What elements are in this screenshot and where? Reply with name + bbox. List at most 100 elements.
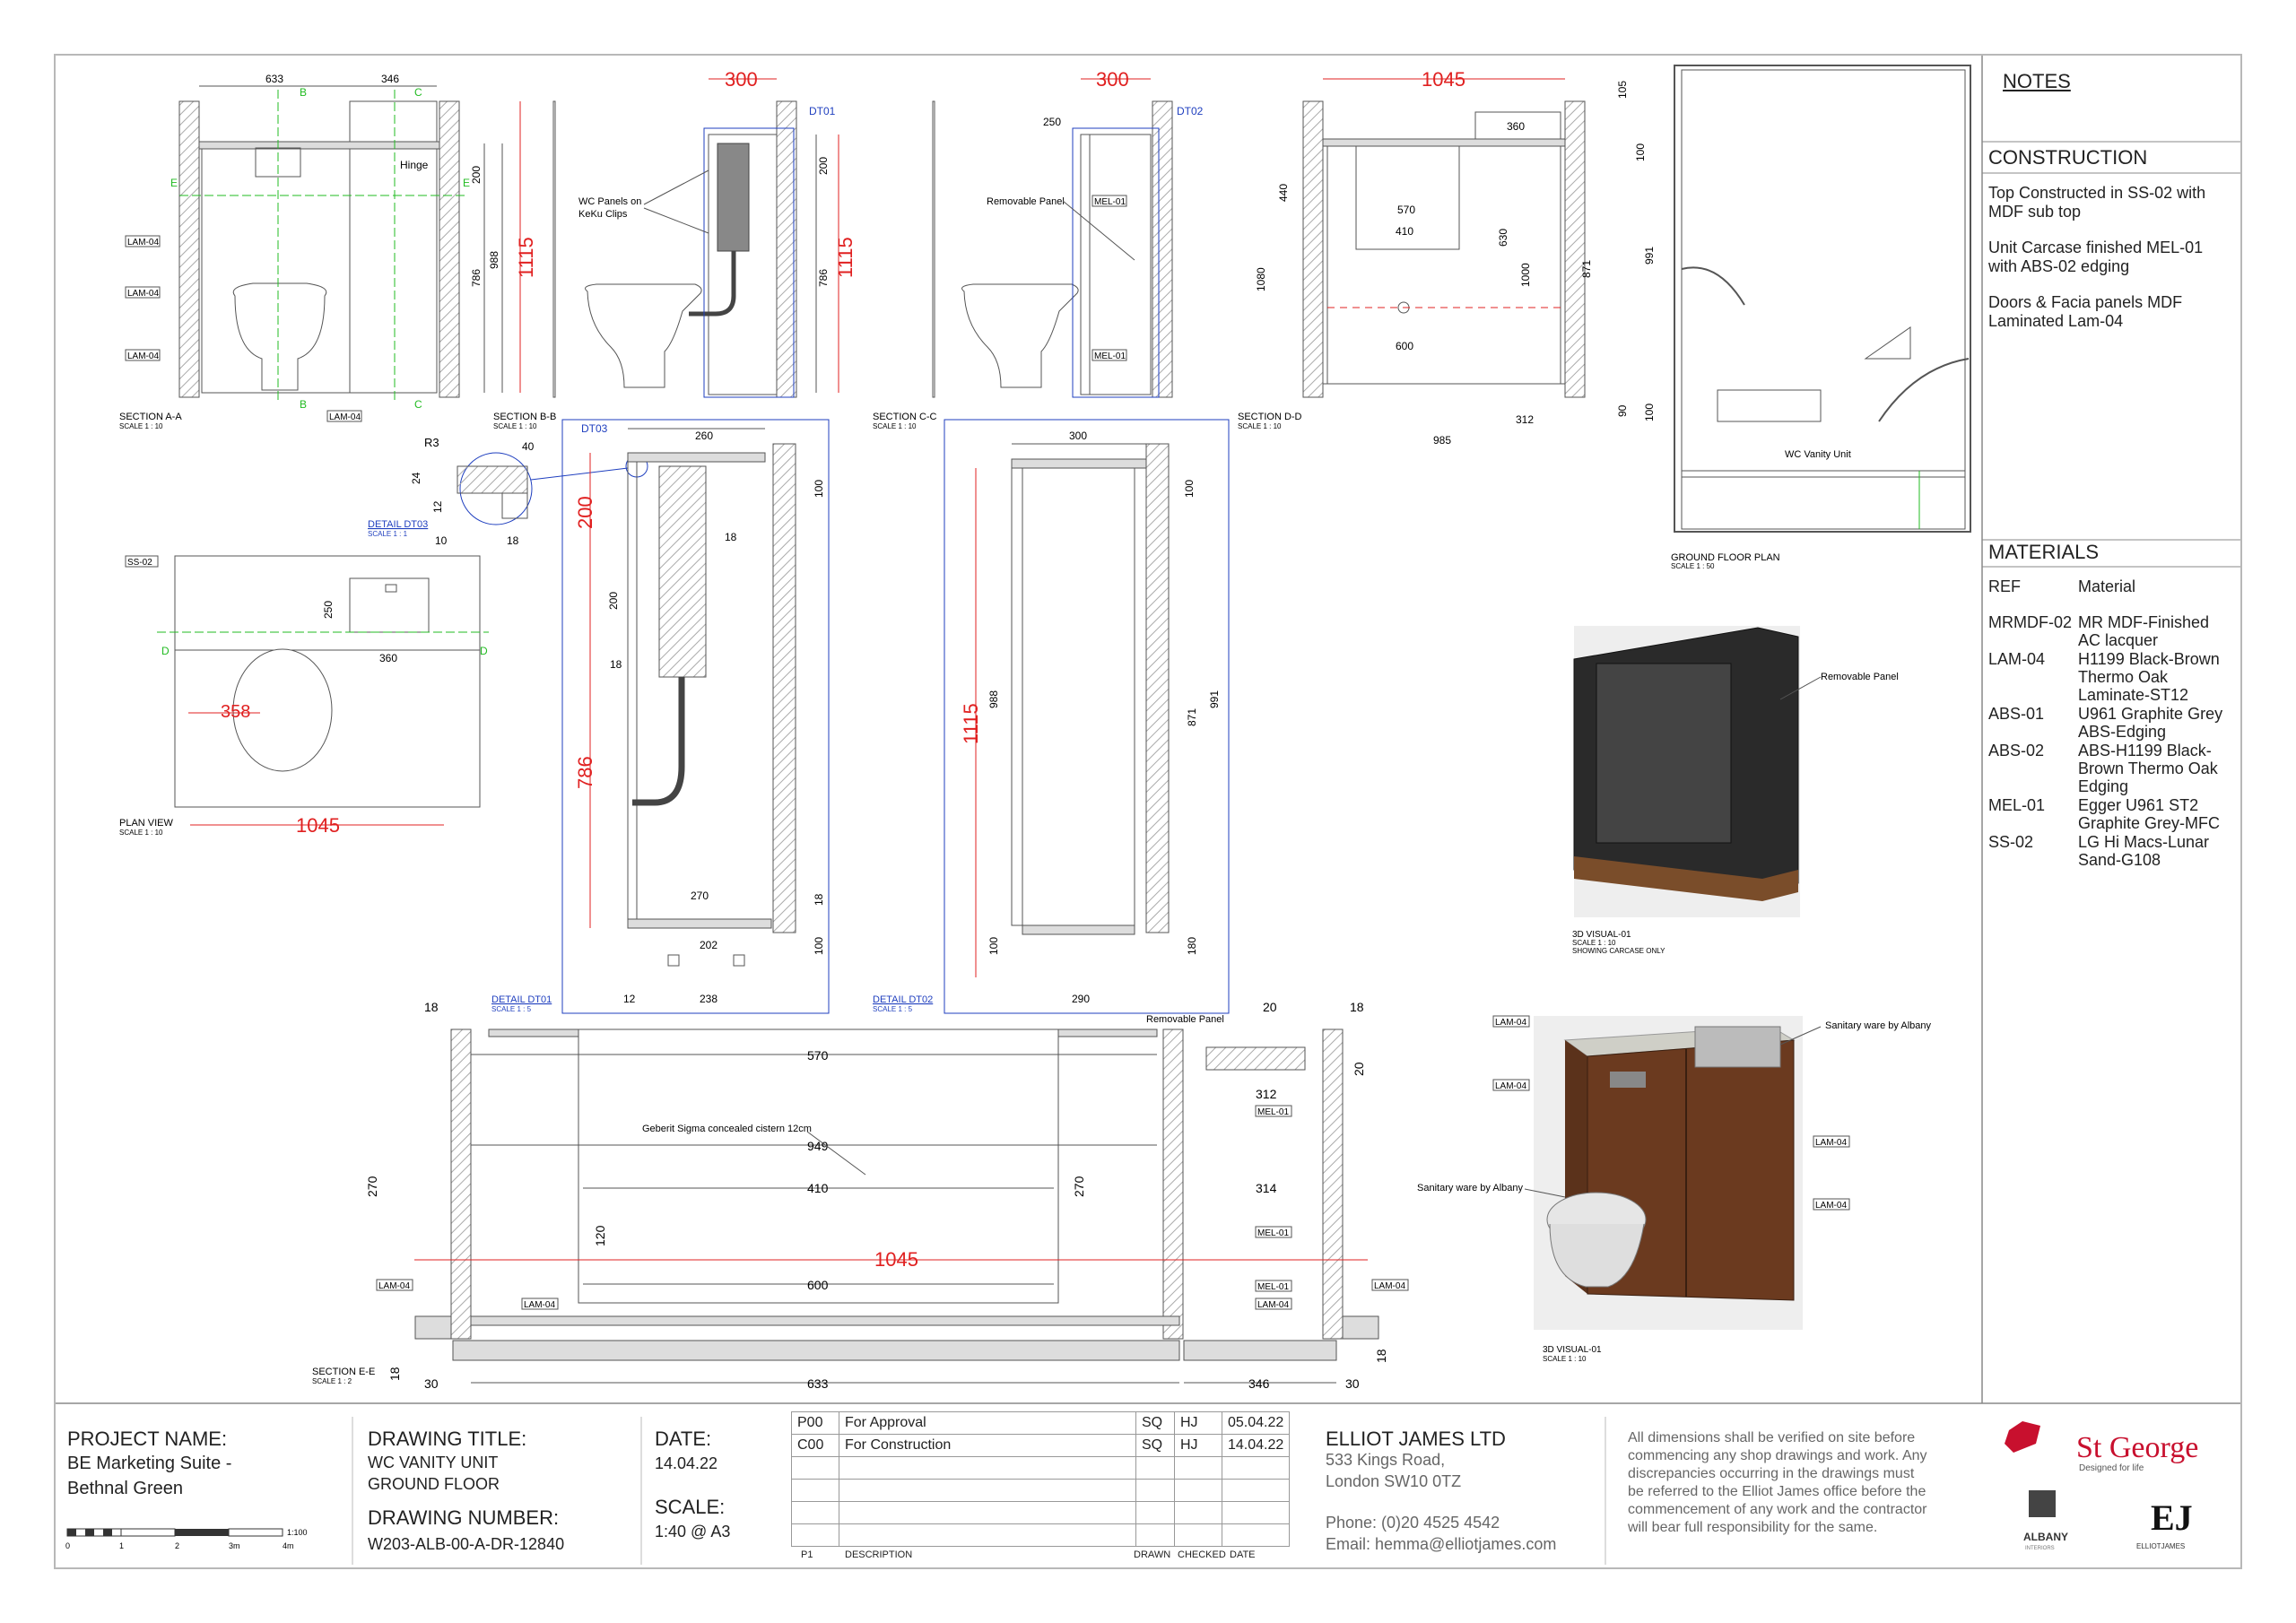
svg-text:SHOWING CARCASE ONLY: SHOWING CARCASE ONLY: [1572, 947, 1665, 955]
material-ref: MRMDF-02: [1988, 613, 2072, 631]
svg-text:SECTION D-D: SECTION D-D: [1238, 412, 1302, 422]
rev-code: P00: [791, 1411, 839, 1435]
svg-text:570: 570: [1397, 204, 1415, 216]
svg-text:SCALE 1 : 1: SCALE 1 : 1: [368, 530, 408, 538]
svg-text:2: 2: [175, 1541, 179, 1550]
revision-row-empty: [791, 1523, 1291, 1547]
svg-text:871: 871: [1186, 708, 1198, 726]
section-aa: B B C C E E 633 346 Hinge 200 786 988 11…: [119, 73, 537, 430]
svg-text:SCALE 1 : 2: SCALE 1 : 2: [312, 1377, 352, 1385]
svg-text:346: 346: [1248, 1376, 1270, 1391]
revision-row: C00 For Construction SQ HJ 14.04.22: [791, 1434, 1291, 1457]
svg-text:KeKu Clips: KeKu Clips: [578, 209, 628, 220]
svg-text:DT02: DT02: [1177, 105, 1204, 117]
scale-bar: 0 1 2 3m 4m 1:100: [65, 1528, 308, 1550]
svg-text:GROUND FLOOR PLAN: GROUND FLOOR PLAN: [1671, 552, 1780, 563]
svg-text:WC Vanity Unit: WC Vanity Unit: [1785, 449, 1851, 460]
construction-note-3: Doors & Facia panels MDF Laminated Lam-0…: [1988, 293, 2183, 330]
rev-checked: HJ: [1174, 1434, 1222, 1457]
svg-text:WC Panels on: WC Panels on: [578, 196, 641, 207]
project-name-label: PROJECT NAME:: [67, 1428, 228, 1450]
svg-text:105: 105: [1616, 81, 1629, 99]
svg-text:Removable Panel: Removable Panel: [1821, 672, 1899, 682]
svg-text:1115: 1115: [515, 237, 537, 278]
rev-date: 05.04.22: [1222, 1411, 1291, 1435]
svg-text:1045: 1045: [1422, 68, 1465, 91]
svg-text:1000: 1000: [1519, 263, 1532, 287]
company-email: Email: hemma@elliotjames.com: [1326, 1535, 1557, 1553]
svg-text:SCALE 1 : 10: SCALE 1 : 10: [1543, 1355, 1587, 1363]
company-address-1: 533 Kings Road,: [1326, 1451, 1446, 1469]
svg-text:INTERIORS: INTERIORS: [2025, 1546, 2055, 1551]
svg-text:Designed for life: Designed for life: [2079, 1463, 2144, 1473]
svg-text:346: 346: [381, 73, 399, 85]
svg-text:SCALE 1 : 50: SCALE 1 : 50: [1671, 562, 1715, 570]
svg-text:300: 300: [725, 68, 758, 91]
st-george-logo: St George Designed for life: [2005, 1421, 2198, 1473]
svg-text:100: 100: [813, 937, 825, 955]
svg-text:12: 12: [431, 500, 444, 513]
material-ref: ABS-01: [1988, 705, 2045, 723]
svg-text:LAM-04: LAM-04: [1374, 1281, 1405, 1291]
svg-text:871: 871: [1580, 260, 1593, 278]
rev-foot-date: DATE: [1230, 1549, 1256, 1560]
rev-desc: For Approval: [839, 1411, 1136, 1435]
svg-text:LAM-04: LAM-04: [127, 238, 159, 247]
revision-row: P00 For Approval SQ HJ 05.04.22: [791, 1411, 1291, 1435]
svg-text:40: 40: [522, 440, 535, 453]
svg-text:786: 786: [574, 756, 596, 789]
svg-text:3D VISUAL-01: 3D VISUAL-01: [1543, 1345, 1602, 1355]
date-value: 14.04.22: [655, 1454, 718, 1472]
rev-foot-drawn: DRAWN: [1134, 1549, 1171, 1560]
section-dd: 1045 360 570 410 600 440 1080 630 1000 8…: [1238, 68, 1656, 447]
svg-text:100: 100: [987, 937, 1000, 955]
svg-text:200: 200: [574, 496, 596, 529]
material-desc: ABS-H1199 Black-Brown Thermo Oak Edging: [2078, 742, 2218, 795]
svg-text:LAM-04: LAM-04: [1257, 1300, 1289, 1310]
svg-text:18: 18: [424, 1000, 439, 1014]
svg-text:10: 10: [435, 534, 448, 547]
svg-text:100: 100: [813, 480, 825, 498]
scale-label: SCALE:: [655, 1496, 726, 1518]
material-desc: Egger U961 ST2 Graphite Grey-MFC: [2078, 796, 2221, 832]
construction-note-2: Unit Carcase finished MEL-01 with ABS-02…: [1988, 239, 2204, 275]
svg-text:MEL-01: MEL-01: [1094, 197, 1126, 207]
rev-desc: For Construction: [839, 1434, 1136, 1457]
svg-text:360: 360: [379, 652, 397, 664]
svg-text:30: 30: [424, 1376, 439, 1391]
visual-finished: Sanitary ware by Albany Sanitary ware by…: [1417, 1015, 1932, 1363]
svg-text:MEL-01: MEL-01: [1094, 352, 1126, 361]
svg-text:985: 985: [1433, 434, 1451, 447]
svg-text:1115: 1115: [834, 237, 857, 278]
section-bb: DT01 300 WC Panels on KeKu Clips 200 786…: [493, 68, 857, 430]
svg-text:600: 600: [1396, 340, 1413, 352]
date-label: DATE:: [655, 1428, 712, 1450]
company-phone: Phone: (0)20 4525 4542: [1326, 1514, 1500, 1532]
svg-text:1:100: 1:100: [287, 1528, 308, 1537]
svg-text:1045: 1045: [296, 814, 340, 837]
svg-text:20: 20: [1352, 1062, 1366, 1076]
svg-text:260: 260: [695, 430, 713, 442]
material-ref: LAM-04: [1988, 650, 2046, 668]
svg-text:LAM-04: LAM-04: [329, 412, 361, 422]
svg-text:633: 633: [807, 1376, 829, 1391]
svg-text:120: 120: [593, 1225, 607, 1246]
svg-text:440: 440: [1277, 184, 1290, 202]
svg-text:12: 12: [623, 993, 636, 1005]
project-name-1: BE Marketing Suite -: [67, 1454, 232, 1473]
rev-checked: HJ: [1174, 1411, 1222, 1435]
svg-text:410: 410: [1396, 225, 1413, 238]
svg-text:E: E: [463, 177, 470, 189]
rev-foot-rev: P1: [801, 1549, 813, 1560]
svg-text:Removable Panel: Removable Panel: [987, 196, 1065, 207]
materials-header-ref: REF: [1988, 577, 2021, 595]
svg-text:C: C: [414, 86, 422, 99]
svg-text:18: 18: [813, 893, 825, 906]
svg-text:100: 100: [1183, 480, 1196, 498]
svg-text:0: 0: [65, 1541, 70, 1550]
svg-text:SECTION A-A: SECTION A-A: [119, 412, 182, 422]
svg-text:30: 30: [1345, 1376, 1360, 1391]
